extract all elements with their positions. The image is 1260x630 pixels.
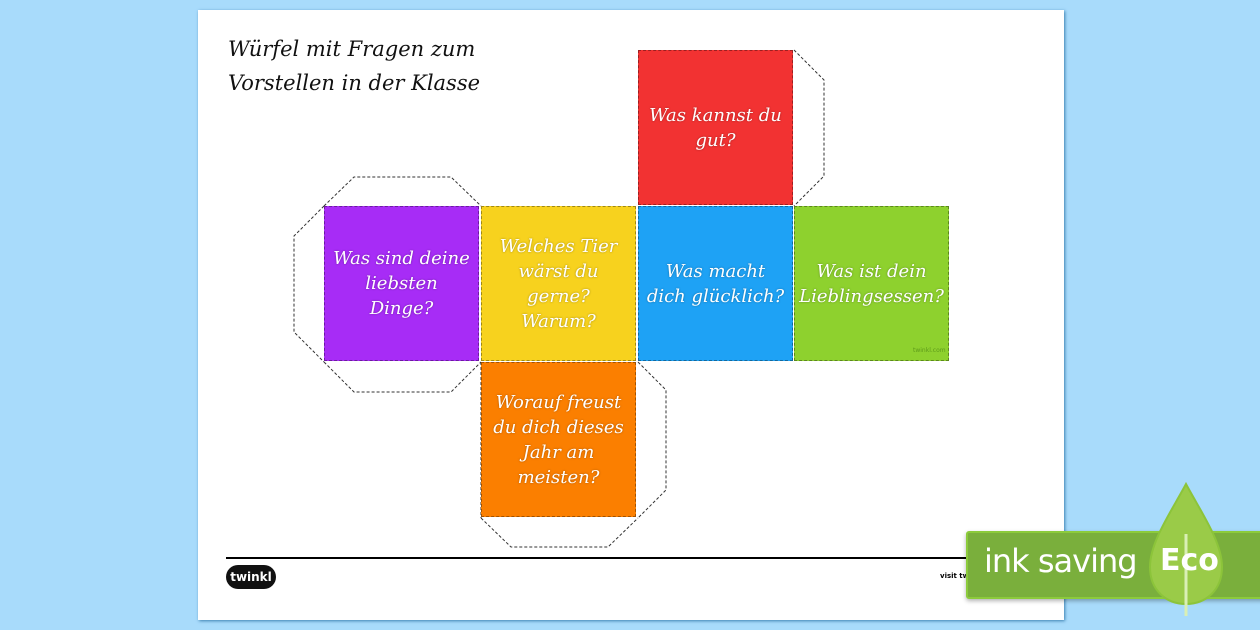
tab-orange-bottom [480,517,639,548]
face-yellow: Welches Tier wärst du gerne? Warum? [481,206,636,361]
face-red: Was kannst du gut? [638,50,793,205]
worksheet-title: Würfel mit Fragen zum Vorstellen in der … [228,32,480,100]
leaf-icon [1148,482,1224,616]
face-green: Was ist dein Lieblingsessen? [794,206,949,361]
twinkl-logo: twinkl [226,565,276,589]
face-purple: Was sind deine liebsten Dinge? [324,206,479,361]
face-blue: Was macht dich glücklich? [638,206,793,361]
worksheet-page: Würfel mit Fragen zum Vorstellen in der … [198,10,1064,620]
tab-orange-right [637,361,667,519]
watermark: twinkl.com [913,347,946,354]
tab-purple-top [323,176,482,207]
title-line-1: Würfel mit Fragen zum [228,37,476,61]
ink-saving-label: ink saving [984,542,1138,580]
title-line-2: Vorstellen in der Klasse [228,71,481,95]
tab-purple-bottom [323,361,482,393]
visit-link-text: visit tw [940,572,970,580]
face-orange: Worauf freust du dich dieses Jahr am mei… [481,362,636,517]
footer-divider [226,557,1026,559]
tab-purple-left [293,205,325,363]
tab-red-right [793,49,825,207]
eco-label: Eco [1160,543,1219,578]
